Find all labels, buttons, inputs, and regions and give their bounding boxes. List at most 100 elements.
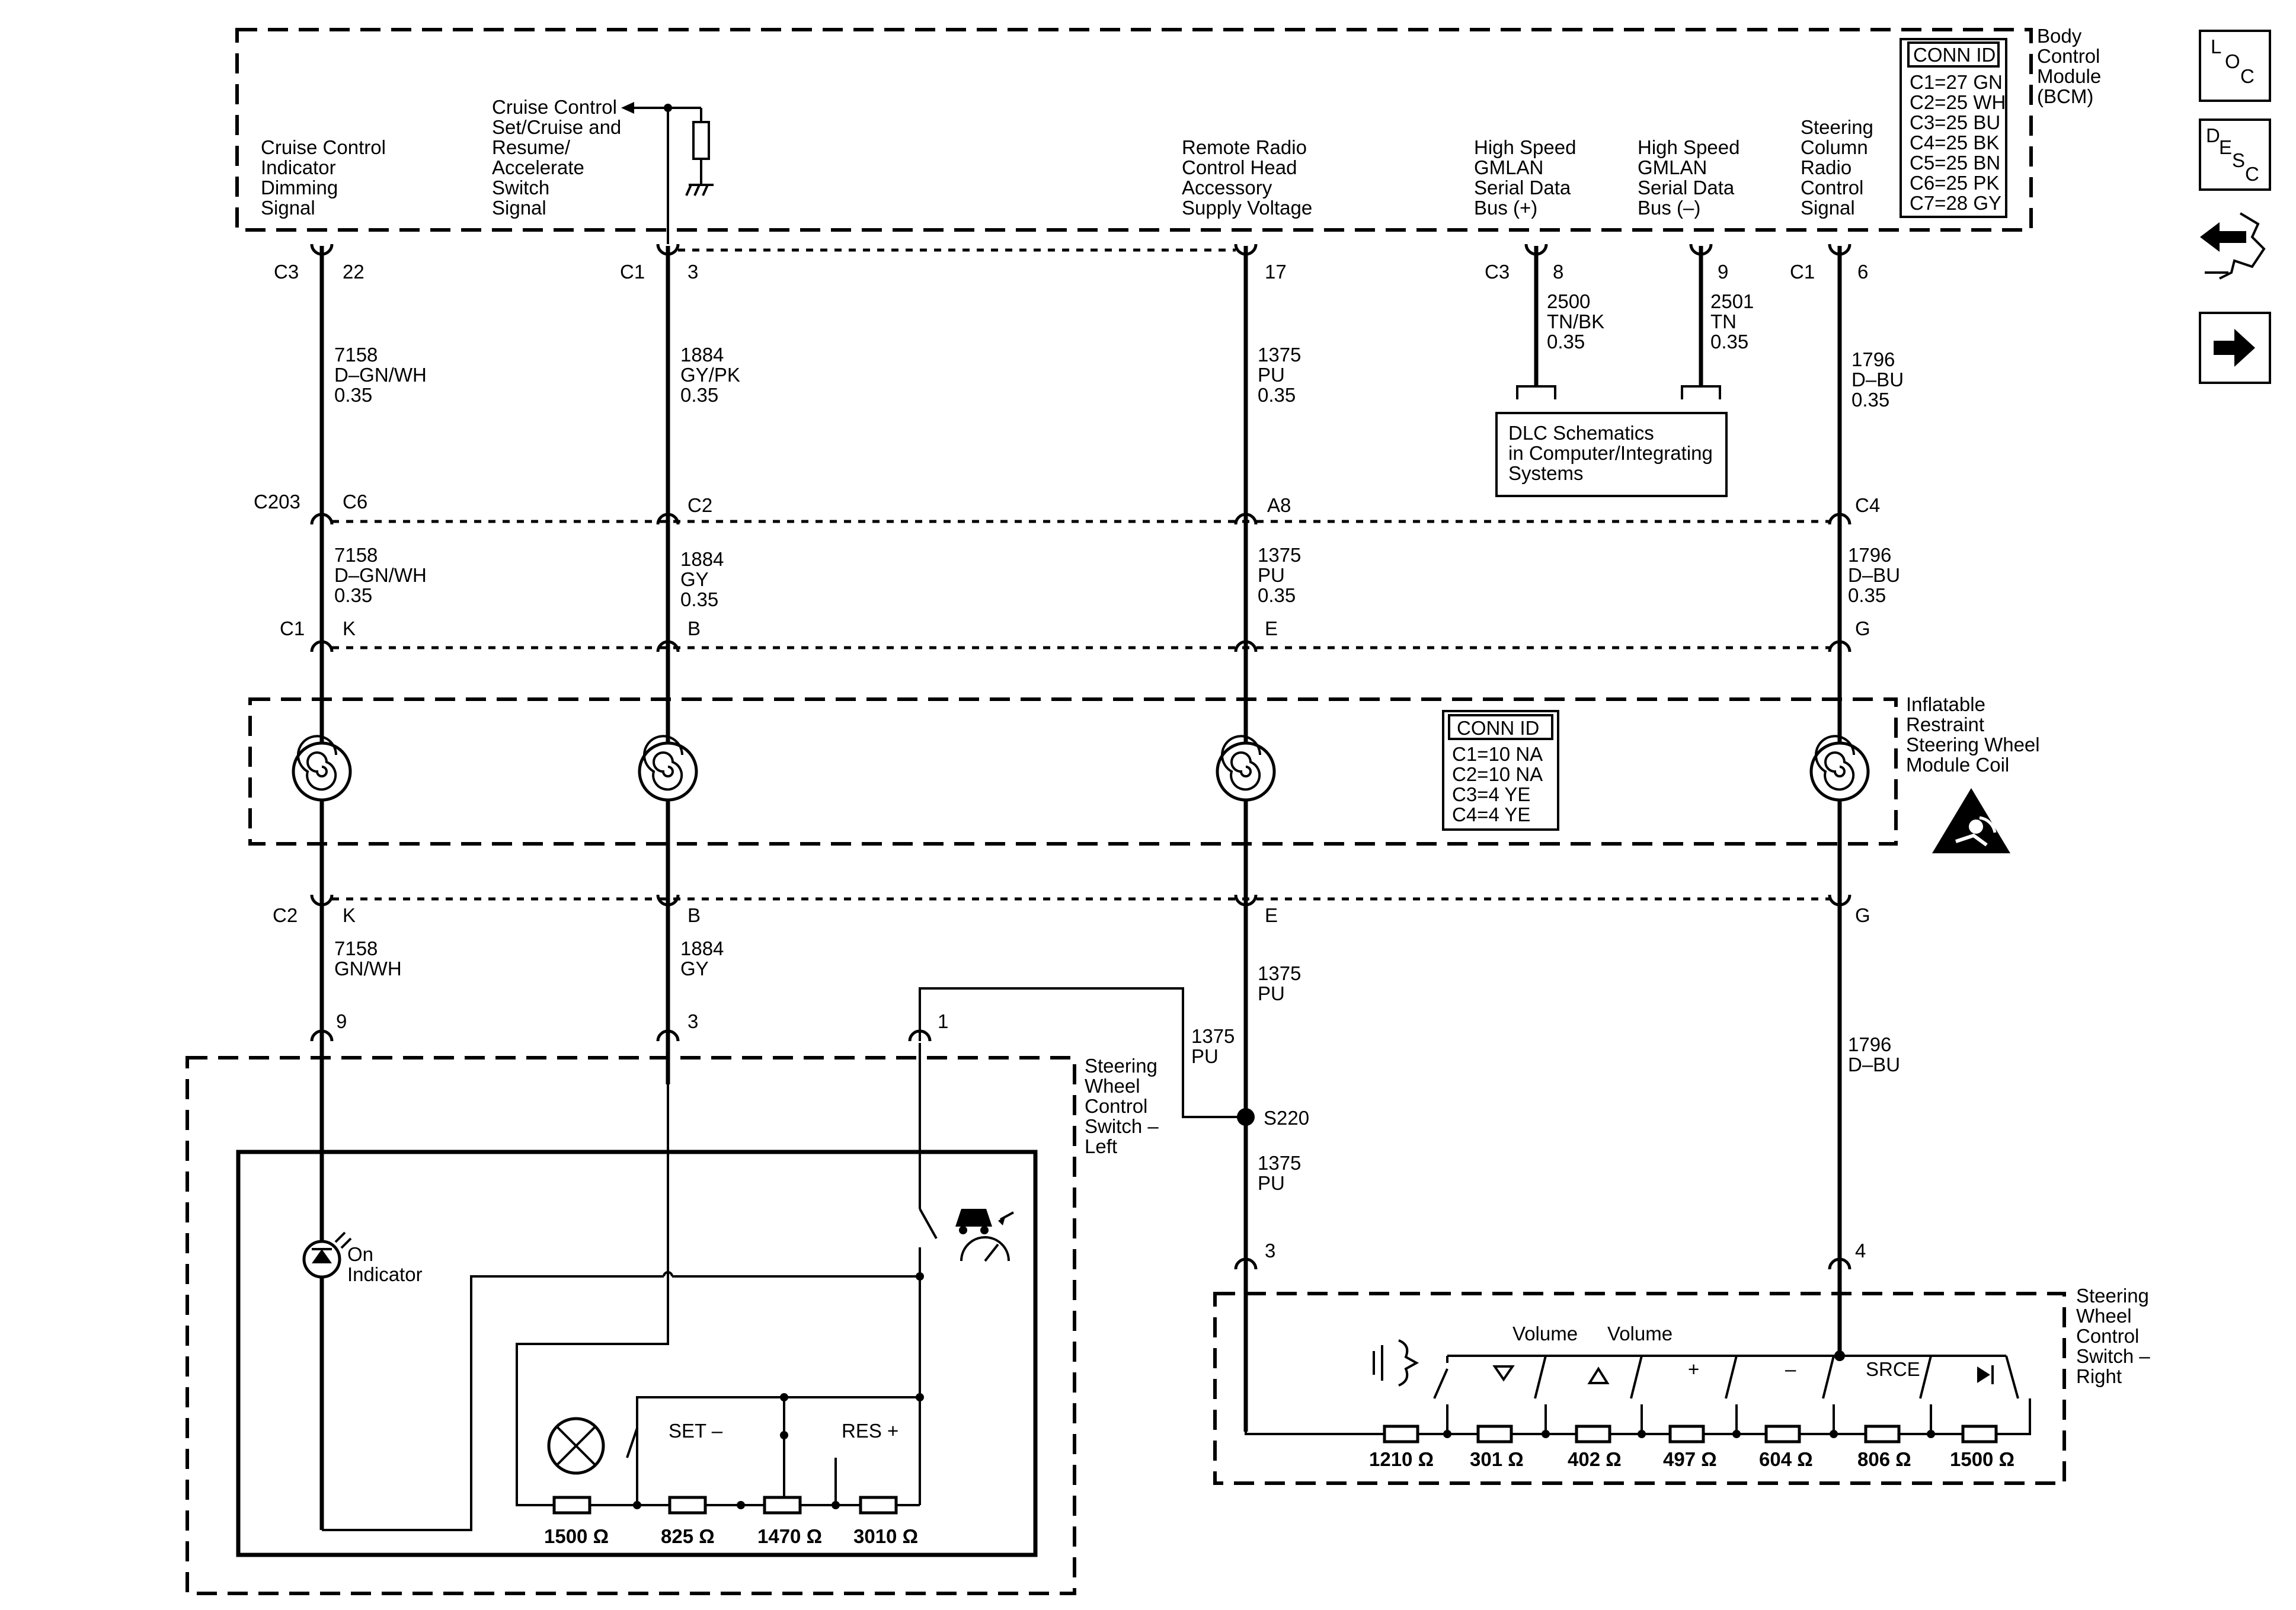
svg-text:PU: PU <box>1258 982 1285 1004</box>
svg-text:Switch –: Switch – <box>2076 1345 2150 1367</box>
wire-runs <box>319 246 1842 1530</box>
svg-text:Control: Control <box>2076 1325 2139 1347</box>
svg-text:1796: 1796 <box>1848 544 1891 566</box>
svg-text:Supply Voltage: Supply Voltage <box>1182 197 1312 219</box>
svg-text:402 Ω: 402 Ω <box>1568 1448 1622 1470</box>
svg-text:Steering: Steering <box>2076 1285 2149 1307</box>
svg-text:PU: PU <box>1258 1172 1285 1194</box>
voice-command-icon <box>1373 1339 1419 1387</box>
svg-text:Column: Column <box>1801 136 1868 158</box>
bcm-module-box <box>235 28 2033 232</box>
svg-text:Remote Radio: Remote Radio <box>1182 136 1307 158</box>
svg-text:0.35: 0.35 <box>1258 584 1296 606</box>
airbag-warning-icon <box>1932 788 2010 853</box>
svg-text:D–BU: D–BU <box>1851 369 1904 391</box>
svg-text:1470 Ω: 1470 Ω <box>757 1525 822 1547</box>
svg-text:B: B <box>687 617 701 639</box>
bcm-signal-labels: Cruise Control Indicator Dimming Signal … <box>261 96 1873 219</box>
svg-text:2500: 2500 <box>1547 290 1590 312</box>
svg-text:L: L <box>2211 36 2221 57</box>
svg-text:C: C <box>2240 65 2255 87</box>
svg-text:Control: Control <box>2037 45 2100 67</box>
svg-text:C1: C1 <box>620 261 645 283</box>
svg-text:CONN ID: CONN ID <box>1457 717 1539 739</box>
svg-text:K: K <box>343 617 356 639</box>
loc-icon[interactable]: L O C <box>2199 30 2271 102</box>
svg-text:C4: C4 <box>1855 494 1880 516</box>
svg-text:Steering: Steering <box>1085 1055 1157 1077</box>
svg-text:Control: Control <box>1801 177 1863 199</box>
svg-text:C5=25 BN: C5=25 BN <box>1910 152 2000 174</box>
svg-text:9: 9 <box>1718 261 1728 283</box>
svg-text:Module: Module <box>2037 65 2101 87</box>
svg-text:1: 1 <box>938 1010 948 1032</box>
svg-text:1500 Ω: 1500 Ω <box>1950 1448 2014 1470</box>
svg-text:8: 8 <box>1553 261 1563 283</box>
svg-text:G: G <box>1855 617 1870 639</box>
svg-text:C203: C203 <box>254 491 300 513</box>
svg-text:GY/PK: GY/PK <box>680 364 740 386</box>
svg-text:Steering: Steering <box>1801 116 1873 138</box>
svg-text:DLC Schematics: DLC Schematics <box>1508 422 1654 444</box>
svg-text:D–GN/WH: D–GN/WH <box>334 564 427 586</box>
svg-text:GN/WH: GN/WH <box>334 958 402 980</box>
svg-text:0.35: 0.35 <box>334 384 372 406</box>
coil-c1-labels: C1 K B E G <box>280 617 1870 639</box>
connector-dotted-lines <box>332 248 1830 901</box>
svg-text:1375: 1375 <box>1258 544 1301 566</box>
svg-text:3: 3 <box>687 1010 698 1032</box>
svg-text:B: B <box>687 904 701 926</box>
svg-text:RES +: RES + <box>842 1420 898 1442</box>
svg-text:1375: 1375 <box>1258 962 1301 984</box>
connector-terminals <box>310 244 1851 1270</box>
svg-text:Switch –: Switch – <box>1085 1115 1159 1137</box>
svg-text:0.35: 0.35 <box>1547 331 1585 353</box>
svg-text:17: 17 <box>1265 261 1287 283</box>
wire-labels-low: 7158 GN/WH 1884 GY 1375 PU 1375 PU 1375 … <box>334 937 1900 1194</box>
svg-text:E: E <box>1265 904 1278 926</box>
svg-text:Volume: Volume <box>1607 1323 1673 1345</box>
svg-text:Right: Right <box>2076 1365 2122 1387</box>
left-switch: 9 3 1 Steering Wheel Control Switch – Le… <box>186 1010 1159 1595</box>
svg-text:9: 9 <box>336 1010 347 1032</box>
svg-text:Left: Left <box>1085 1135 1117 1157</box>
svg-text:825 Ω: 825 Ω <box>661 1525 715 1547</box>
coil-conn-id-table: CONN ID C1=10 NA C2=10 NA C3=4 YE C4=4 Y… <box>1442 710 1559 831</box>
svg-text:GMLAN: GMLAN <box>1638 156 1707 178</box>
svg-text:1884: 1884 <box>680 937 724 959</box>
svg-text:Systems: Systems <box>1508 462 1584 484</box>
svg-text:C3: C3 <box>274 261 299 283</box>
svg-text:Control Head: Control Head <box>1182 156 1297 178</box>
svg-text:Set/Cruise and: Set/Cruise and <box>492 116 621 138</box>
svg-text:S220: S220 <box>1264 1107 1309 1129</box>
svg-text:Accelerate: Accelerate <box>492 156 584 178</box>
next-arrow-icon[interactable] <box>2199 312 2271 384</box>
svg-text:Dimming: Dimming <box>261 177 338 199</box>
svg-text:GY: GY <box>680 568 709 590</box>
desc-icon[interactable]: D E S C <box>2199 119 2271 191</box>
bcm-pin-labels: C3 22 C1 3 17 C3 8 9 C1 6 <box>274 261 1868 283</box>
connector-view-icon[interactable] <box>2200 212 2266 280</box>
svg-text:C3=25 BU: C3=25 BU <box>1910 111 2000 133</box>
svg-text:0.35: 0.35 <box>1848 584 1886 606</box>
svg-text:Signal: Signal <box>1801 197 1855 219</box>
svg-text:1796: 1796 <box>1851 348 1895 370</box>
svg-text:Bus (–): Bus (–) <box>1638 197 1700 219</box>
c203-labels: C203 C6 C2 A8 C4 <box>254 491 1880 516</box>
svg-text:22: 22 <box>343 261 364 283</box>
svg-text:Wheel: Wheel <box>1085 1075 1140 1097</box>
svg-text:1884: 1884 <box>680 344 724 366</box>
bcm-conn-title: CONN ID <box>1913 44 1996 66</box>
svg-text:C4=4 YE: C4=4 YE <box>1452 804 1530 825</box>
svg-text:1375: 1375 <box>1258 344 1301 366</box>
svg-text:Indicator: Indicator <box>261 156 336 178</box>
svg-text:Indicator: Indicator <box>347 1263 423 1285</box>
svg-text:GY: GY <box>680 958 709 980</box>
svg-text:C2=10 NA: C2=10 NA <box>1452 763 1543 785</box>
svg-text:Radio: Radio <box>1801 156 1851 178</box>
svg-text:+: + <box>1688 1358 1699 1380</box>
svg-text:Bus (+): Bus (+) <box>1474 197 1537 219</box>
svg-text:C3=4 YE: C3=4 YE <box>1452 783 1530 805</box>
svg-text:Cruise Control: Cruise Control <box>261 136 386 158</box>
